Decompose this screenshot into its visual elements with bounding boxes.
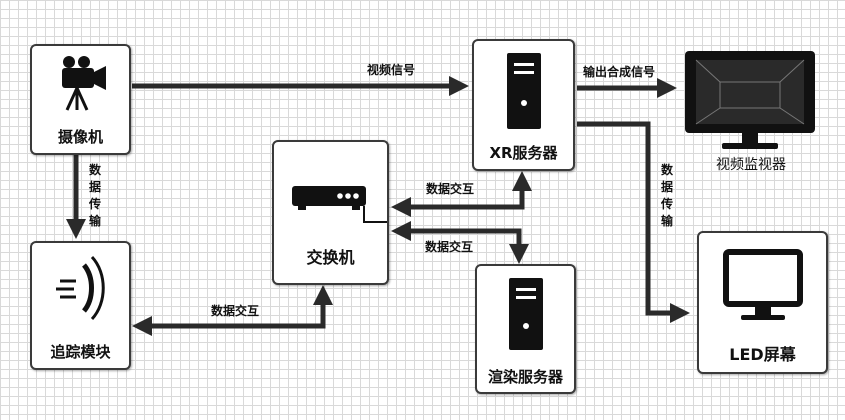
monitor-icon xyxy=(685,51,815,149)
monitor-node[interactable]: 视频监视器 xyxy=(680,48,822,178)
led-screen-node[interactable]: LED屏幕 xyxy=(697,231,828,374)
camera-label: 摄像机 xyxy=(57,128,103,146)
render-server-label: 渲染服务器 xyxy=(487,368,563,386)
network-switch-icon xyxy=(292,186,387,223)
led-screen-label: LED屏幕 xyxy=(729,345,796,364)
render-server-node[interactable]: 渲染服务器 xyxy=(475,264,576,394)
tracking-node[interactable]: 追踪模块 xyxy=(30,241,131,370)
edge-label-data-exchange-2: 数据交互 xyxy=(425,240,474,254)
tracking-label: 追踪模块 xyxy=(50,343,111,361)
server-icon xyxy=(509,278,543,350)
edge-label-video-signal: 视频信号 xyxy=(367,63,416,77)
edge-label-data-exchange-1: 数据交互 xyxy=(426,182,475,196)
edge-label-output-composite: 输出合成信号 xyxy=(583,65,656,79)
video-camera-icon xyxy=(62,56,106,111)
xr-server-label: XR服务器 xyxy=(489,144,558,162)
monitor-label: 视频监视器 xyxy=(716,157,786,173)
xr-server-node[interactable]: XR服务器 xyxy=(472,39,575,171)
screen-icon xyxy=(723,249,803,320)
server-icon xyxy=(507,53,541,129)
switch-label: 交换机 xyxy=(306,248,355,267)
edge-label-data-transfer-right: 数据传输 xyxy=(660,163,673,228)
edge-label-data-exchange-3: 数据交互 xyxy=(211,304,260,318)
tracking-signal-icon xyxy=(56,255,105,321)
switch-node[interactable]: 交换机 xyxy=(272,140,389,285)
camera-node[interactable]: 摄像机 xyxy=(30,44,131,155)
arrow-xr-to-led xyxy=(577,121,691,323)
edge-label-data-transfer-left: 数据传输 xyxy=(88,163,101,228)
